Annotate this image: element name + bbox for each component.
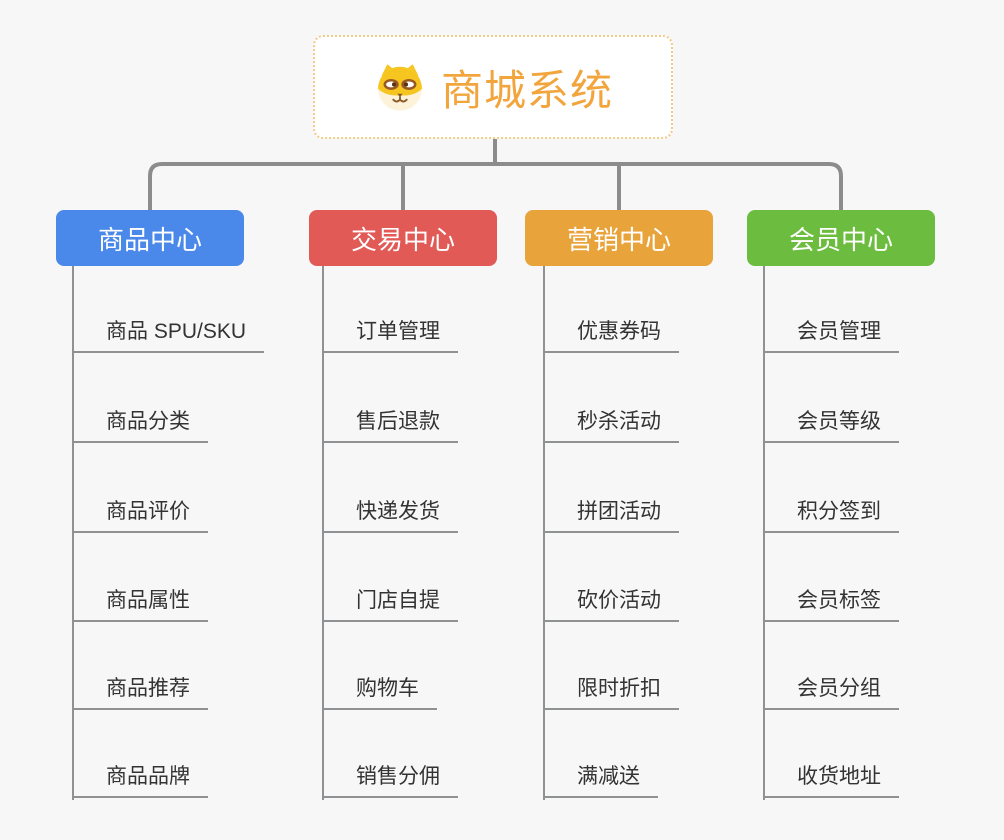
branch-node-marketing-center[interactable]: 营销中心 xyxy=(525,210,713,266)
leaf-node[interactable]: 会员管理 xyxy=(765,307,899,353)
branch-node-label: 营销中心 xyxy=(566,224,671,255)
leaf-node[interactable]: 快递发货 xyxy=(324,487,458,533)
leaf-node[interactable]: 商品评价 xyxy=(74,487,208,533)
branch-children-trade-center: 订单管理 售后退款 快递发货 门店自提 购物车 销售分佣 xyxy=(322,266,458,800)
branch-node-label: 交易中心 xyxy=(350,224,455,255)
leaf-node[interactable]: 商品品牌 xyxy=(74,752,208,798)
dog-face-icon xyxy=(373,61,427,113)
leaf-node[interactable]: 会员等级 xyxy=(765,397,899,443)
branch-node-product-center[interactable]: 商品中心 xyxy=(56,210,244,266)
leaf-node[interactable]: 会员分组 xyxy=(765,664,899,710)
leaf-node[interactable]: 门店自提 xyxy=(324,576,458,622)
leaf-node[interactable]: 商品属性 xyxy=(74,576,208,622)
leaf-node[interactable]: 限时折扣 xyxy=(545,664,679,710)
leaf-node[interactable]: 积分签到 xyxy=(765,487,899,533)
branch-node-label: 会员中心 xyxy=(788,224,893,255)
branch-children-marketing-center: 优惠券码 秒杀活动 拼团活动 砍价活动 限时折扣 满减送 xyxy=(543,266,679,800)
leaf-node[interactable]: 售后退款 xyxy=(324,397,458,443)
leaf-node[interactable]: 商品推荐 xyxy=(74,664,208,710)
leaf-node[interactable]: 拼团活动 xyxy=(545,487,679,533)
branch-rail-line xyxy=(148,162,843,210)
leaf-node[interactable]: 商品 SPU/SKU xyxy=(74,307,265,353)
leaf-node[interactable]: 砍价活动 xyxy=(545,576,679,622)
leaf-node[interactable]: 会员标签 xyxy=(765,576,899,622)
leaf-node[interactable]: 订单管理 xyxy=(324,307,458,353)
branch-node-trade-center[interactable]: 交易中心 xyxy=(309,210,497,266)
leaf-node[interactable]: 商品分类 xyxy=(74,397,208,443)
leaf-node[interactable]: 优惠券码 xyxy=(545,307,679,353)
leaf-node[interactable]: 购物车 xyxy=(324,664,437,710)
branch-children-member-center: 会员管理 会员等级 积分签到 会员标签 会员分组 收货地址 xyxy=(763,266,899,800)
leaf-node[interactable]: 满减送 xyxy=(545,752,658,798)
root-node-label: 商城系统 xyxy=(440,66,613,114)
branch-node-label: 商品中心 xyxy=(97,224,202,255)
branch-node-member-center[interactable]: 会员中心 xyxy=(747,210,935,266)
root-node[interactable]: 商城系统 xyxy=(313,35,673,139)
leaf-node[interactable]: 销售分佣 xyxy=(324,752,458,798)
leaf-node[interactable]: 秒杀活动 xyxy=(545,397,679,443)
branch-children-product-center: 商品 SPU/SKU 商品分类 商品评价 商品属性 商品推荐 商品品牌 xyxy=(72,266,265,800)
leaf-node[interactable]: 收货地址 xyxy=(765,752,899,798)
